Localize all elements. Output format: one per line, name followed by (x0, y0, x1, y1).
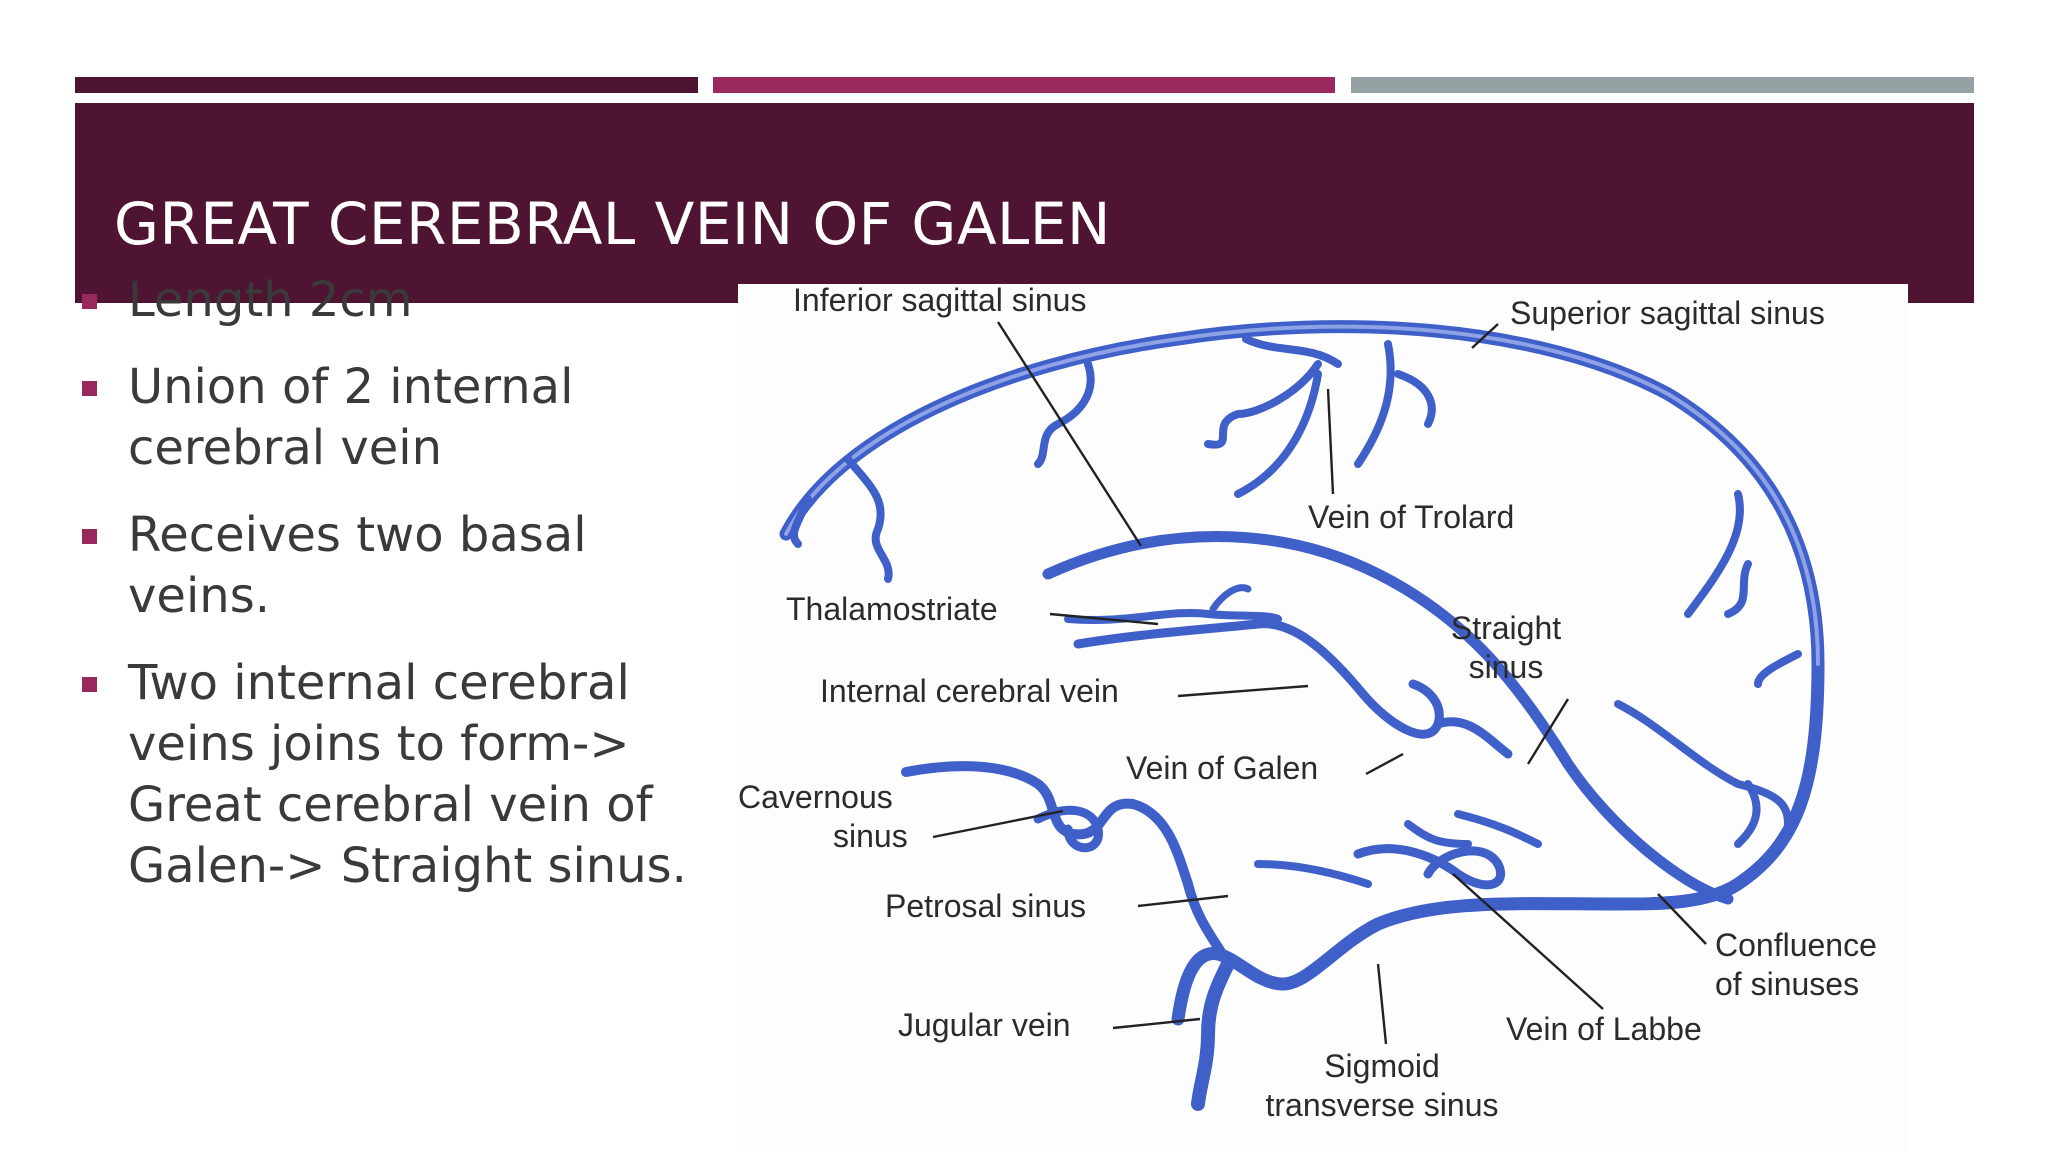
label-superior-sagittal-sinus: Superior sagittal sinus (1510, 295, 1825, 331)
bullet-text: Great cerebral vein of (128, 777, 653, 833)
leader-lines (932, 321, 1707, 1045)
label-internal-cerebral-vein: Internal cerebral vein (820, 673, 1119, 709)
title-band (75, 103, 1974, 303)
bullet-text: Two internal cerebral (128, 655, 630, 711)
accent-bar-gray (1351, 77, 1974, 93)
label-confluence-1: Confluence (1715, 927, 1877, 963)
accent-bar-dark (75, 77, 698, 93)
vein-network (779, 320, 1825, 1111)
bullet-item: Length 2cm (80, 270, 720, 331)
diagram-labels: Inferior sagittal sinus Superior sagitta… (738, 284, 1877, 1123)
label-confluence-2: of sinuses (1715, 966, 1859, 1002)
label-jugular-vein: Jugular vein (898, 1007, 1071, 1043)
bullet-text: veins joins to form-> (128, 716, 630, 772)
bullet-item: Receives two basal veins. (80, 505, 720, 627)
label-petrosal-sinus: Petrosal sinus (885, 888, 1086, 924)
bullet-text: cerebral vein (128, 420, 443, 476)
bullet-text: Galen-> Straight sinus. (128, 838, 687, 894)
venous-sinus-diagram: Inferior sagittal sinus Superior sagitta… (738, 284, 1908, 1152)
bullet-text: Length 2cm (128, 272, 413, 328)
bullet-square-icon (82, 294, 97, 309)
slide-title: GREAT CEREBRAL VEIN OF GALEN (114, 190, 1111, 258)
bullet-square-icon (82, 381, 97, 396)
bullet-text: Union of 2 internal (128, 359, 574, 415)
label-inferior-sagittal-sinus: Inferior sagittal sinus (793, 284, 1086, 318)
label-cavernous-sinus-1: Cavernous (738, 779, 893, 815)
accent-bar-magenta (713, 77, 1335, 93)
label-vein-of-labbe: Vein of Labbe (1506, 1011, 1702, 1047)
bullet-item: Union of 2 internal cerebral vein (80, 357, 720, 479)
label-straight-sinus-2: sinus (1469, 649, 1544, 685)
label-cavernous-sinus-2: sinus (833, 818, 908, 854)
label-sigmoid-2: transverse sinus (1266, 1087, 1499, 1123)
bullet-text: veins. (128, 568, 270, 624)
bullet-list: Length 2cm Union of 2 internal cerebral … (80, 270, 720, 923)
bullet-item: Two internal cerebral veins joins to for… (80, 653, 720, 897)
label-thalamostriate: Thalamostriate (786, 591, 998, 627)
bullet-square-icon (82, 529, 97, 544)
label-straight-sinus-1: Straight (1451, 610, 1561, 646)
label-sigmoid-1: Sigmoid (1324, 1048, 1440, 1084)
label-vein-of-galen: Vein of Galen (1126, 750, 1318, 786)
bullet-square-icon (82, 677, 97, 692)
label-vein-of-trolard: Vein of Trolard (1308, 499, 1514, 535)
bullet-text: Receives two basal (128, 507, 587, 563)
